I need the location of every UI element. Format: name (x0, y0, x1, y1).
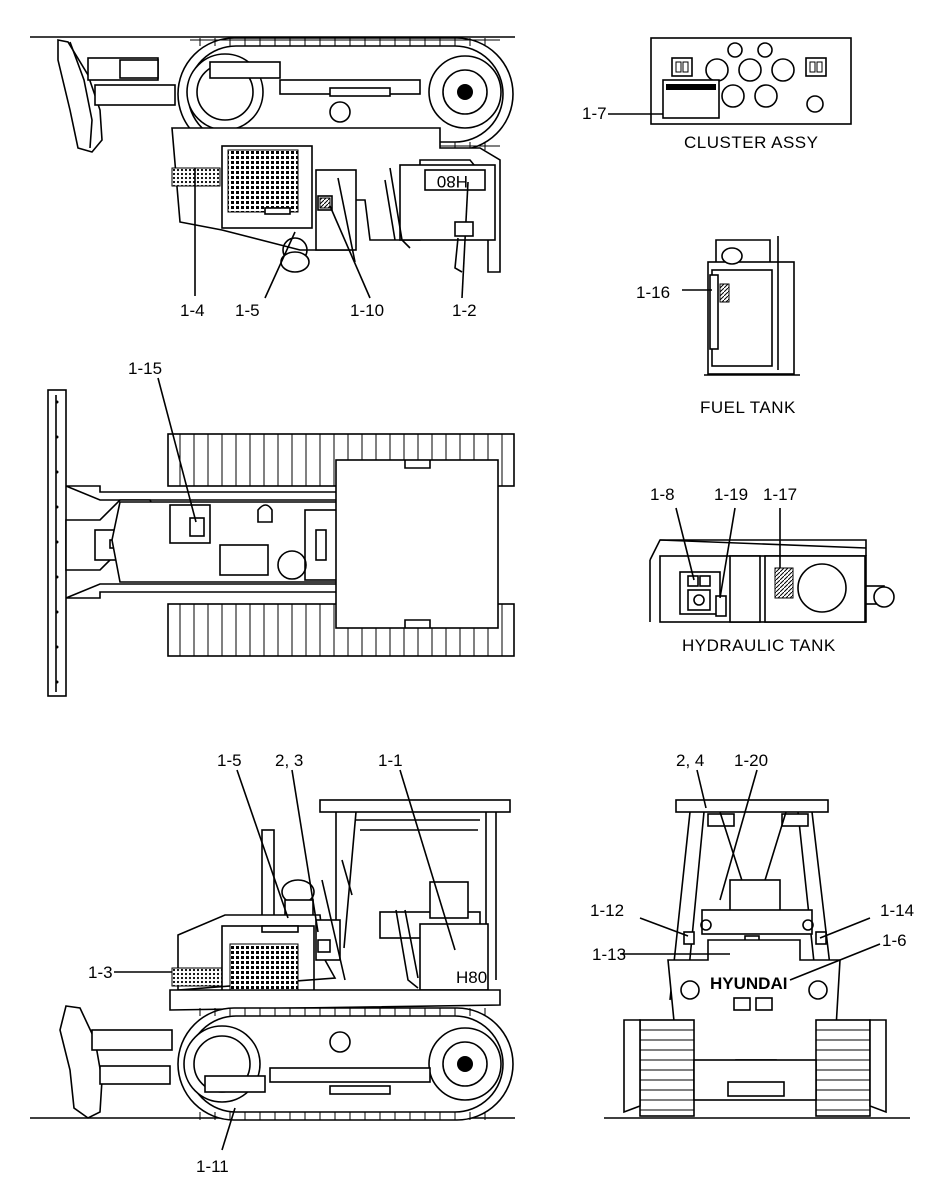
side-view-bottom: H80 (30, 799, 515, 1121)
label-1-1: 1-1 (378, 751, 403, 770)
label-1-3: 1-3 (88, 963, 113, 982)
label-1-5-top: 1-5 (235, 301, 260, 320)
label-1-15: 1-15 (128, 359, 162, 378)
hydraulic-tank (649, 507, 895, 623)
label-1-11: 1-11 (196, 1157, 229, 1176)
label-1-16: 1-16 (636, 283, 670, 302)
label-1-4: 1-4 (180, 301, 205, 320)
track-links-bottom (199, 1008, 486, 1120)
label-1-19: 1-19 (714, 485, 748, 504)
top-view (47, 389, 515, 697)
label-1-13: 1-13 (592, 945, 626, 964)
rear-view: HYUNDAI (604, 799, 910, 1119)
title-fuel-tank: FUEL TANK (700, 398, 796, 417)
brand-hyundai: HYUNDAI (710, 974, 787, 993)
label-2-4: 2, 4 (676, 751, 704, 770)
label-1-17: 1-17 (763, 485, 797, 504)
label-1-14: 1-14 (880, 901, 914, 920)
label-2-3: 2, 3 (275, 751, 303, 770)
model-plate-top: H80 (437, 172, 468, 191)
side-view-top: H80 (30, 36, 515, 299)
label-1-20: 1-20 (734, 751, 768, 770)
blade-bolts (55, 400, 59, 684)
label-1-7: 1-7 (582, 104, 607, 123)
label-1-12: 1-12 (590, 901, 624, 920)
label-1-2: 1-2 (452, 301, 477, 320)
label-1-5-bottom: 1-5 (217, 751, 242, 770)
title-cluster-assy: CLUSTER ASSY (684, 133, 819, 152)
label-1-10: 1-10 (350, 301, 384, 320)
label-1-8: 1-8 (650, 485, 675, 504)
title-hydraulic-tank: HYDRAULIC TANK (682, 636, 836, 655)
fuel-tank (682, 236, 800, 376)
cluster-assy (608, 37, 852, 125)
model-plate-side: H80 (456, 968, 487, 987)
label-1-6: 1-6 (882, 931, 907, 950)
